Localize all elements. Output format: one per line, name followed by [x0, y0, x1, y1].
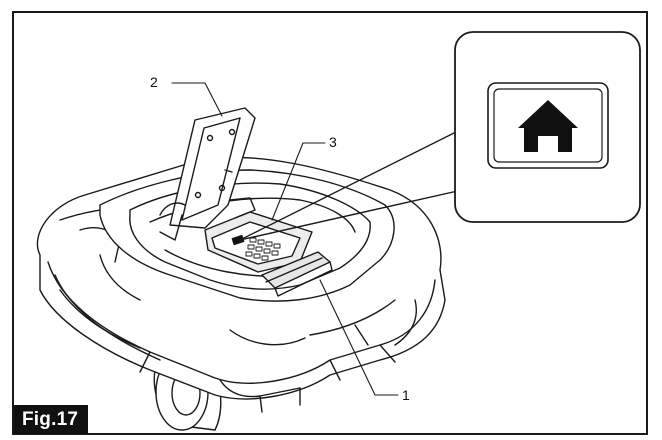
figure-label: Fig.17	[14, 405, 89, 434]
stop-button-handle	[261, 251, 333, 297]
inset-pointer	[239, 119, 481, 241]
callout-3: 3	[329, 134, 337, 150]
home-icon	[518, 100, 578, 152]
callout-1: 1	[402, 387, 410, 403]
leader-lines	[171, 82, 399, 396]
callout-2: 2	[150, 74, 158, 90]
open-lid	[159, 107, 256, 241]
